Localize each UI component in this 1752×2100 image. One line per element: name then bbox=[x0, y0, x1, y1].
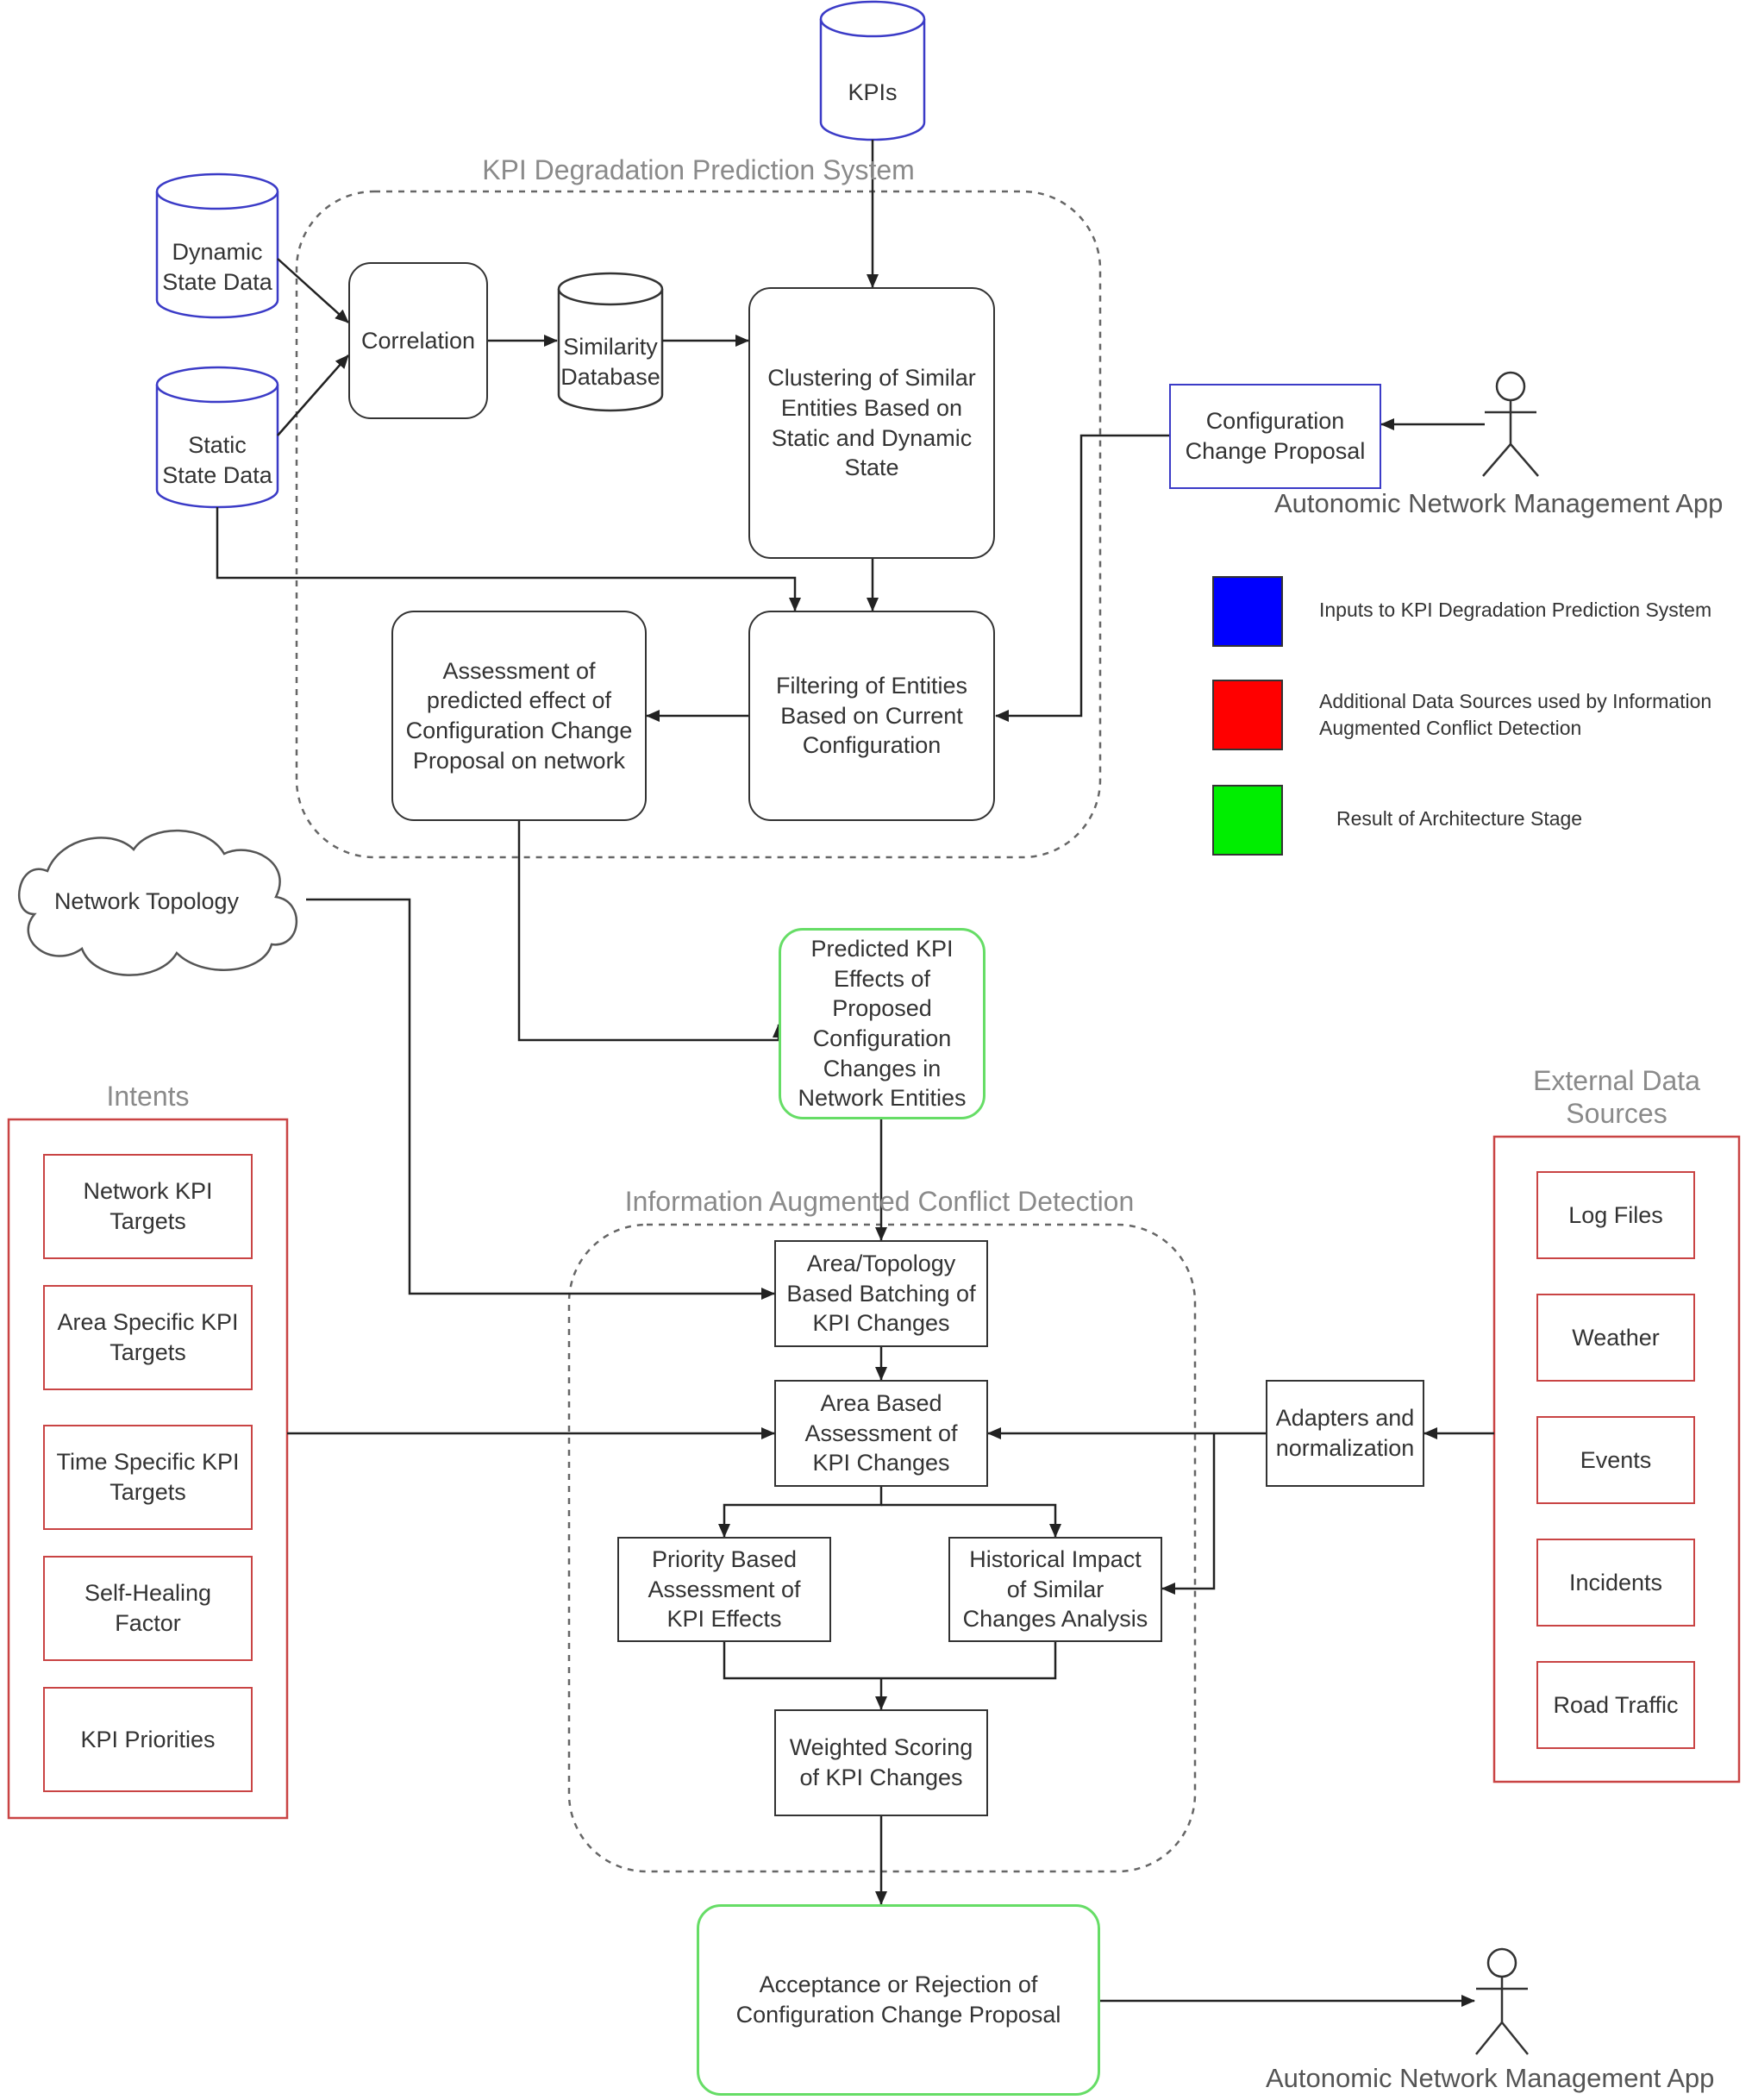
dynamic-state-database-icon bbox=[155, 172, 279, 319]
legend-swatch-red bbox=[1212, 680, 1283, 750]
edge-proposal-to-filtering bbox=[995, 434, 1169, 722]
prediction-system-title: KPI Degradation Prediction System bbox=[482, 154, 915, 185]
edge-topology-to-batching bbox=[306, 898, 775, 1300]
conflict-detection-title: Information Augmented Conflict Detection bbox=[624, 1186, 1135, 1217]
priority-assessment-box: Priority Based Assessment of KPI Effects bbox=[617, 1537, 831, 1642]
network-topology-label: Network Topology bbox=[53, 887, 240, 914]
external-events: Events bbox=[1536, 1416, 1695, 1504]
filtering-box: Filtering of Entities Based on Current C… bbox=[748, 611, 995, 821]
historical-impact-box: Historical Impact of Similar Changes Ana… bbox=[948, 1537, 1162, 1642]
edge-static-to-correlation bbox=[277, 354, 349, 436]
legend-text-result: Result of Architecture Stage bbox=[1336, 807, 1583, 830]
assessment-box: Assessment of predicted effect of Config… bbox=[391, 611, 647, 821]
external-log-files: Log Files bbox=[1536, 1171, 1695, 1259]
kpis-database-icon bbox=[819, 0, 926, 141]
adapters-normalization-box: Adapters and normalization bbox=[1266, 1380, 1424, 1487]
prediction-system-boundary bbox=[295, 190, 1102, 859]
intent-self-healing-factor: Self-Healing Factor bbox=[43, 1556, 253, 1661]
intent-time-specific-kpi-targets: Time Specific KPI Targets bbox=[43, 1425, 253, 1530]
external-incidents: Incidents bbox=[1536, 1539, 1695, 1627]
similarity-database-label: Similarity Database bbox=[560, 334, 660, 390]
acceptance-rejection-box: Acceptance or Rejection of Configuration… bbox=[697, 1904, 1100, 2096]
intents-container bbox=[7, 1118, 289, 1820]
predicted-kpi-effects-box: Predicted KPI Effects of Proposed Config… bbox=[779, 928, 986, 1119]
intent-network-kpi-targets: Network KPI Targets bbox=[43, 1154, 253, 1259]
edge-area-to-priority bbox=[718, 1487, 883, 1538]
edge-area-to-historical bbox=[881, 1503, 1061, 1538]
edge-dynamic-to-correlation bbox=[277, 258, 349, 323]
external-road-traffic: Road Traffic bbox=[1536, 1661, 1695, 1749]
person-icon bbox=[1482, 371, 1539, 477]
person-icon bbox=[1475, 1947, 1529, 2055]
configuration-change-proposal-box: Configuration Change Proposal bbox=[1169, 384, 1381, 489]
actor-label-top: Autonomic Network Management App bbox=[1274, 488, 1724, 518]
static-state-label: Static State Data bbox=[162, 431, 272, 488]
intents-title: Intents bbox=[106, 1081, 190, 1112]
external-sources-title: External Data Sources bbox=[1533, 1065, 1700, 1130]
similarity-database-icon bbox=[557, 272, 664, 412]
edge-assessment-to-predicted bbox=[517, 821, 785, 1042]
actor-label-bottom: Autonomic Network Management App bbox=[1266, 2063, 1715, 2093]
edge-adapters-to-historical bbox=[1161, 1433, 1216, 1595]
edge-priority-historical-to-weighted bbox=[723, 1642, 1057, 1680]
legend-swatch-green bbox=[1212, 785, 1283, 856]
external-weather: Weather bbox=[1536, 1294, 1695, 1382]
external-sources-container bbox=[1492, 1135, 1741, 1783]
correlation-box: Correlation bbox=[348, 262, 488, 419]
area-assessment-box: Area Based Assessment of KPI Changes bbox=[774, 1380, 988, 1487]
legend-text-inputs: Inputs to KPI Degradation Prediction Sys… bbox=[1319, 599, 1712, 621]
clustering-box: Clustering of Similar Entities Based on … bbox=[748, 287, 995, 559]
legend-text-additional: Additional Data Sources used by Informat… bbox=[1319, 690, 1712, 740]
intent-area-specific-kpi-targets: Area Specific KPI Targets bbox=[43, 1285, 253, 1390]
dynamic-state-label: Dynamic State Data bbox=[162, 238, 272, 295]
batching-box: Area/Topology Based Batching of KPI Chan… bbox=[774, 1240, 988, 1347]
legend-swatch-blue bbox=[1212, 576, 1283, 647]
kpis-label: KPIs bbox=[848, 78, 898, 105]
network-topology-cloud-icon bbox=[18, 829, 297, 976]
intent-kpi-priorities: KPI Priorities bbox=[43, 1687, 253, 1792]
weighted-scoring-box: Weighted Scoring of KPI Changes bbox=[774, 1709, 988, 1816]
edge-static-to-filtering bbox=[216, 507, 801, 611]
